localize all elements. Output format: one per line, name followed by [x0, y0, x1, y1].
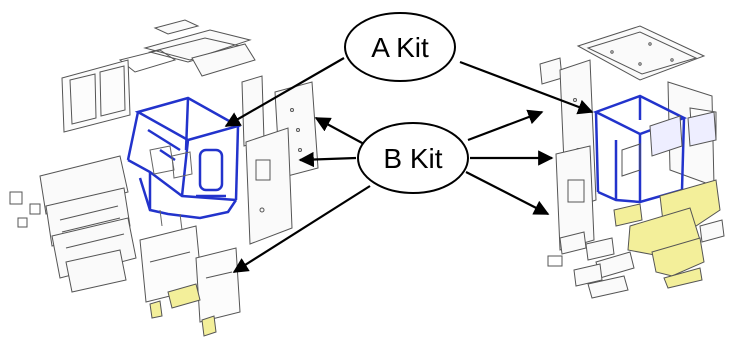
left-roof-panels [118, 19, 256, 77]
left-dash-panels [9, 155, 137, 293]
a-kit-ellipse [344, 12, 456, 82]
a-kit-callout: A Kit [344, 12, 456, 82]
left-windshield-frame [61, 59, 131, 133]
right-door-panel [555, 145, 595, 251]
right-lower-panels [547, 219, 725, 299]
a-kit-arrow-right [459, 60, 594, 115]
a-kit-arrow-left [224, 57, 345, 127]
left-cab-seats [149, 145, 193, 231]
left-cab-exploded-view [9, 19, 319, 337]
left-floor-panels [139, 225, 241, 337]
b-kit-arrow-right-upper [467, 109, 544, 142]
left-door-panel [245, 127, 293, 245]
right-cab-exploded-view [539, 25, 725, 299]
b-kit-arrow-left-middle [298, 151, 357, 168]
callout-arrows [224, 57, 594, 273]
b-kit-callout: B Kit [357, 122, 469, 194]
right-cab-windows [621, 111, 717, 177]
left-cab-frame [126, 96, 242, 220]
b-kit-arrow-left-upper [314, 117, 365, 145]
right-roof-panels [539, 25, 706, 85]
b-kit-ellipse [357, 122, 469, 194]
right-floor-panels [613, 179, 721, 289]
b-kit-arrow-left-lower [232, 185, 371, 273]
a-kit-label: A Kit [371, 32, 429, 63]
b-kit-label: B Kit [383, 143, 442, 174]
b-kit-arrow-right-lower [465, 171, 550, 215]
